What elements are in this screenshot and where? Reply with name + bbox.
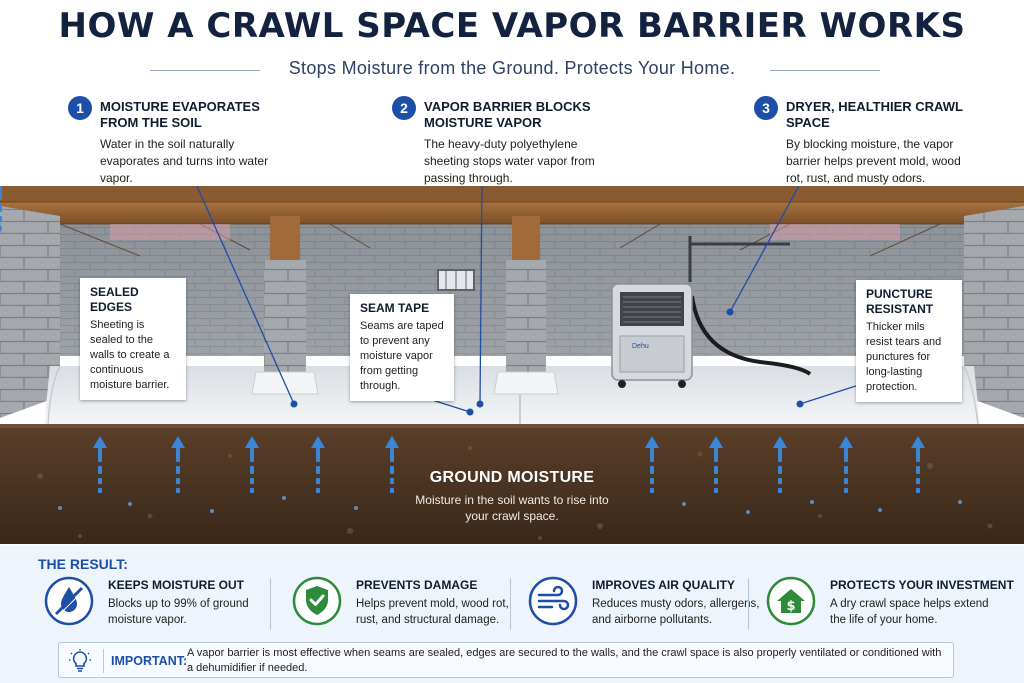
callout-puncture-resistant: PUNCTURE RESISTANT Thicker mils resist t… [856,280,962,402]
step-number-badge: 2 [392,96,416,120]
air-flow-icon [528,576,578,626]
moisture-arrows [0,186,2,231]
crawl-space-illustration: Dehu [0,186,1024,544]
subtitle-rule-left [150,70,260,71]
vapor-droplets [58,496,962,514]
ground-moisture-text: Moisture in the soil wants to rise into … [415,493,609,523]
callout-title: PUNCTURE RESISTANT [866,287,934,316]
callout-title: SEALED EDGES [90,285,139,314]
page-subtitle: Stops Moisture from the Ground. Protects… [288,58,736,78]
benefit-title: IMPROVES AIR QUALITY [592,578,735,592]
callout-title: SEAM TAPE [360,301,430,315]
right-beam [512,216,540,260]
important-label: IMPORTANT: [111,654,188,668]
soil-pebbles [37,446,993,540]
benefit-title: PREVENTS DAMAGE [356,578,478,592]
callout-text: Thicker mils resist tears and punctures … [866,321,942,393]
benefit-prevents-damage: PREVENTS DAMAGE Helps prevent mold, wood… [292,576,532,636]
benefit-protects-investment: $ PROTECTS YOUR INVESTMENT A dry crawl s… [766,576,1014,636]
callout-text: Sheeting is sealed to the walls to creat… [90,319,170,391]
important-separator [103,649,104,673]
right-pier [493,260,559,395]
water-drop-slash-icon [44,576,94,626]
ground-moisture-title: GROUND MOISTURE [429,469,595,486]
benefit-divider [270,578,271,630]
step-number-badge: 1 [68,96,92,120]
benefit-divider [510,578,511,630]
page-title: HOW A CRAWL SPACE VAPOR BARRIER WORKS [58,6,966,46]
callout-seam-tape: SEAM TAPE Seams are taped to prevent any… [350,294,454,401]
benefit-text: Reduces musty odors, allergens, and airb… [592,598,760,626]
benefit-text: Helps prevent mold, wood rot, rust, and … [356,598,509,626]
important-note: IMPORTANT: A vapor barrier is most effec… [58,642,954,678]
benefit-title: PROTECTS YOUR INVESTMENT [830,578,1014,592]
callout-sealed-edges: SEALED EDGES Sheeting is sealed to the w… [80,278,186,400]
step-title: DRYER, HEALTHIER CRAWL SPACE [786,99,963,130]
benefit-keeps-moisture-out: KEEPS MOISTURE OUT Blocks up to 99% of g… [44,576,284,636]
lightbulb-icon [69,649,91,672]
soil-layer [0,426,1024,544]
benefit-text: A dry crawl space helps extend the life … [830,598,989,626]
callout-text: Seams are taped to prevent any moisture … [360,320,444,392]
step-text: By blocking moisture, the vapor barrier … [786,137,961,185]
step-number-badge: 3 [754,96,778,120]
house-dollar-icon: $ [766,576,816,626]
step-title: MOISTURE EVAPORATES FROM THE SOIL [100,99,260,130]
left-foundation-wall [0,206,60,418]
result-section: THE RESULT: KEEPS MOISTURE OUT Blocks up… [0,546,1024,683]
important-text: A vapor barrier is most effective when s… [187,647,942,674]
svg-text:$: $ [786,599,795,614]
step-title: VAPOR BARRIER BLOCKS MOISTURE VAPOR [424,99,591,130]
right-foundation-wall [964,206,1024,418]
left-beam [270,216,300,260]
dehumidifier-brand-label: Dehu [632,343,649,350]
dehumidifier-unit: Dehu [611,236,812,388]
step-text: The heavy-duty polyethylene sheeting sto… [424,137,595,185]
benefit-title: KEEPS MOISTURE OUT [108,578,245,592]
benefit-divider [748,578,749,630]
subtitle-rule-right [770,70,880,71]
insulation [110,224,230,240]
crawl-space-drawing: Dehu [0,186,1024,544]
result-label: THE RESULT: [38,556,128,572]
shield-check-icon [292,576,342,626]
step-text: Water in the soil naturally evaporates a… [100,137,269,185]
subfloor [0,186,1024,202]
benefit-improves-air-quality: IMPROVES AIR QUALITY Reduces musty odors… [528,576,768,636]
benefit-text: Blocks up to 99% of ground moisture vapo… [108,598,249,626]
